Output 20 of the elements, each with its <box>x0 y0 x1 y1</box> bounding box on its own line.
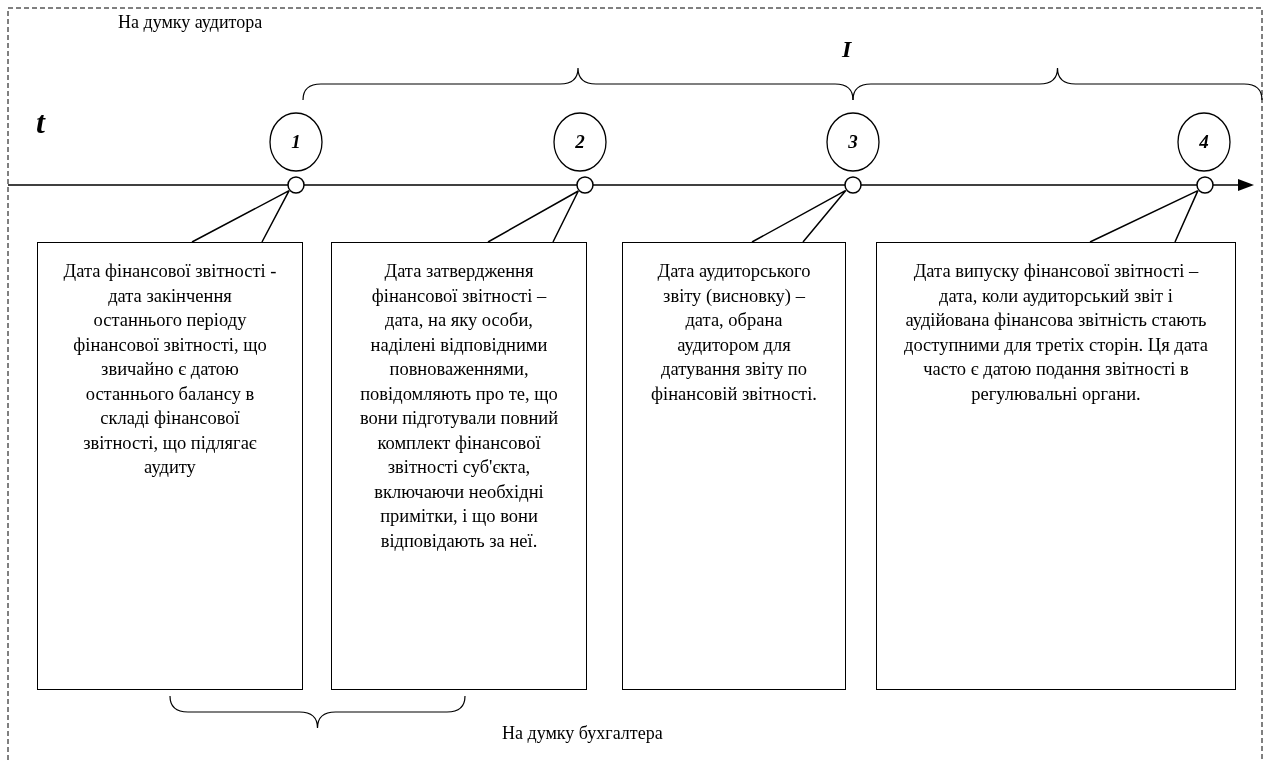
callout-box: Дата фінансової звітності - дата закінчення останнього періоду фінансової звітності, що звичайно є датою останнього балансу в складі фінансової звітності, що підлягає аудиту <box>37 242 303 690</box>
numbered-circle: 1 <box>269 112 323 172</box>
numbered-circle: 4 <box>1177 112 1231 172</box>
axis-point-circle <box>844 176 862 194</box>
axis-point-circle <box>576 176 594 194</box>
callout-pointer <box>487 190 580 243</box>
axis-point-circle <box>287 176 305 194</box>
caption-text: На думку аудитора <box>118 12 263 33</box>
callout-pointer <box>191 189 290 243</box>
callout-box: Дата затвердження фінансової звітності – дата, на яку особи, наділені відповідними повноваженнями, повідомляють про те, що вони підготували повний комплект фінансової звітності суб'єкта, включаючи необхідні примітки, і що вони відповідають за неї. <box>331 242 587 690</box>
axis-label: t <box>36 104 45 141</box>
caption-text: На думку бухгалтера <box>502 723 663 744</box>
callout-pointer <box>1089 189 1199 243</box>
axis-point-circle <box>1196 176 1214 194</box>
numbered-circle: 3 <box>826 112 880 172</box>
interval-label: I <box>842 36 852 63</box>
callout-pointer <box>751 189 847 243</box>
callout-box: Дата аудиторського звіту (висновку) – дата, обрана аудитором для датування звіту по фінансовій звітності. <box>622 242 846 690</box>
callout-box: Дата випуску фінансової звітності – дата, коли аудиторський звіт і аудійована фінансова звітність стають доступними для третіх сторін. Ця дата часто є датою подання звітності в регулювальні органи. <box>876 242 1236 690</box>
numbered-circle: 2 <box>553 112 607 172</box>
